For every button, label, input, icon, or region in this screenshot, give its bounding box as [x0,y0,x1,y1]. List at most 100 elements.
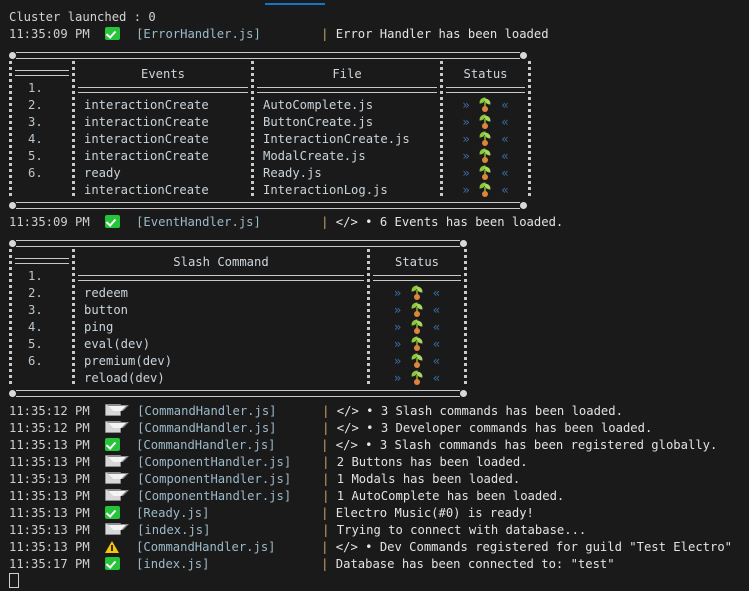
warning-icon [105,540,120,553]
guillemet-right: « [494,115,509,129]
log-source-file: [ErrorHandler.js] [136,27,261,41]
table-cell-status: » « [443,165,528,182]
guillemet-left: » [393,320,409,334]
check-icon [105,27,121,40]
seedling-icon [478,166,493,180]
header-rule [15,258,69,264]
table-cell: reload(dev) [84,371,165,385]
events-col-events: Events interactionCreate interactionCreat… [75,61,251,199]
events-header-events: Events [140,67,186,81]
log-source-file: [index.js] [136,557,210,571]
guillemet-left: » [462,166,477,180]
log-message: Electro Music(#0) is ready! [335,506,534,520]
log-timestamp: 11:35:13 PM [9,540,90,554]
log-line: 11:35:12 PM [CommandHandler.js]| </> • 3… [0,420,749,437]
table-cell-status: » « [370,285,464,302]
table-cell: 2. [28,286,43,300]
check-icon [105,215,121,228]
check-icon [105,438,121,451]
table-cell: 4. [28,320,43,334]
log-timestamp: 11:35:12 PM [9,421,90,435]
seedling-icon [410,371,425,385]
log-timestamp: 11:35:09 PM [9,215,90,229]
guillemet-right: « [425,371,441,385]
guillemet-right: « [494,98,509,112]
log-line: 11:35:13 PM [CommandHandler.js]| </> • 3… [0,437,749,454]
guillemet-right: « [425,337,441,351]
table-cell: interactionCreate [84,115,209,129]
table-border-right [528,61,531,199]
seedling-icon [478,149,493,163]
table-cell-status: » « [370,336,464,353]
table-cell: 3. [28,115,43,129]
events-header-blank [12,61,72,70]
log-source-file: [CommandHandler.js] [137,421,277,435]
guillemet-right: « [425,354,441,368]
log-message: 2 Buttons has been loaded. [336,455,528,469]
seedling-icon [410,354,425,368]
commands-header-status: Status [394,255,440,269]
table-cell: 6. [28,166,43,180]
seedling-icon [410,303,425,317]
table-cell: 2. [28,98,43,112]
log-timestamp: 11:35:09 PM [9,27,90,41]
log-prefix: </> • [336,404,381,418]
guillemet-right: « [494,149,509,163]
header-rule [78,87,248,93]
header-rule [446,87,525,93]
table-cell: 3. [28,303,43,317]
table-cell: ready [84,166,121,180]
terminal-cursor [9,573,19,588]
seedling-icon [410,320,425,334]
mail-icon [105,455,130,467]
log-message: Trying to connect with database... [336,523,587,537]
guillemet-left: » [462,183,477,197]
table-top-rail [9,49,527,61]
log-source-file: [ComponentHandler.js] [137,455,292,469]
log-line: 11:35:09 PM [EventHandler.js]| </> • 6 E… [0,214,749,231]
table-cell: 5. [28,149,43,163]
table-cell-status: » « [370,319,464,336]
table-cell: redeem [84,286,129,300]
mail-icon [105,421,130,433]
log-prefix: </> • [335,215,380,229]
log-separator: | [322,455,337,469]
table-border-left [9,249,12,387]
seedling-icon [410,286,425,300]
table-cell: interactionCreate [84,132,209,146]
events-header-status: Status [463,67,508,81]
guillemet-left: » [393,303,409,317]
log-source-file: [Ready.js] [136,506,210,520]
guillemet-right: « [494,166,509,180]
commands-header-slash: Slash Command [173,255,269,269]
tab-indicator [265,3,325,5]
log-message: Dev Commands registered for guild "Test … [379,540,733,554]
log-message: 6 Events has been loaded. [379,215,564,229]
table-cell: eval(dev) [84,337,151,351]
table-border-3 [440,61,443,199]
log-line: 11:35:13 PM [Ready.js]| Electro Music(#0… [0,505,749,522]
seedling-icon [478,132,493,146]
log-bottom-group: 11:35:12 PM [CommandHandler.js] | </> • 3… [0,403,749,573]
log-separator: | [322,421,337,435]
log-separator: | [322,523,337,537]
log-separator: | [321,438,336,452]
table-bottom-rail [9,199,527,211]
log-line: 11:35:17 PM [index.js]| Database has bee… [0,556,749,573]
table-bottom-rail [9,387,467,399]
log-source-file: [index.js] [137,523,211,537]
table-cell: button [84,303,129,317]
log-timestamp: 11:35:13 PM [9,472,90,486]
log-timestamp: 11:35:17 PM [9,557,90,571]
table-cell: 6. [28,354,43,368]
events-col-index: 1.2.3.4.5.6. [12,61,72,199]
guillemet-left: » [393,337,409,351]
log-message: 3 Slash commands has been registered glo… [379,438,718,452]
log-message: Error Handler has been loaded [335,27,549,41]
events-col-status: Status » «» «» «» «» «» « [443,61,528,199]
guillemet-right: « [425,320,441,334]
